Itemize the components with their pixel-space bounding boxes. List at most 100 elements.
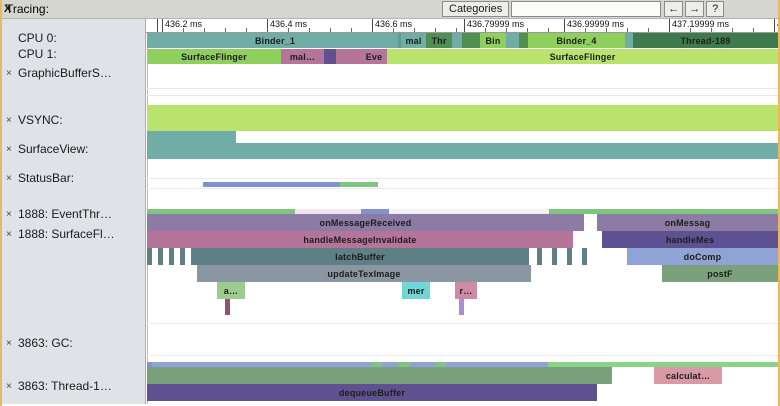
trace-slice-unlabeled[interactable] [567, 248, 572, 265]
track-label-row-graphicbuffers[interactable]: × GraphicBufferS… [2, 66, 145, 80]
trace-slice-unlabeled[interactable] [519, 33, 528, 48]
trace-slice[interactable]: r… [455, 282, 477, 299]
trace-slice-unlabeled[interactable] [361, 209, 389, 214]
trace-slice[interactable]: SurfaceFlinger [387, 49, 778, 64]
trace-slice[interactable]: dequeueBuffer [147, 384, 597, 401]
trace-slice-unlabeled[interactable] [147, 33, 152, 48]
next-arrow-button[interactable]: → [685, 1, 705, 17]
trace-slice-unlabeled[interactable] [625, 33, 633, 48]
trace-slice-unlabeled[interactable] [398, 33, 401, 48]
trace-slice-unlabeled[interactable] [152, 362, 372, 367]
ruler-minor-tick [506, 28, 507, 32]
trace-slice-unlabeled[interactable] [446, 362, 548, 367]
categories-button[interactable]: Categories [442, 1, 510, 17]
trace-slice[interactable]: onMessag [597, 214, 778, 231]
track-label-row-cpu-1[interactable]: CPU 1: [2, 47, 145, 61]
track-label-row-statusbar[interactable]: ×StatusBar: [2, 171, 145, 185]
trace-slice-unlabeled[interactable] [169, 248, 174, 265]
trace-slice-unlabeled[interactable] [548, 362, 778, 367]
close-track-icon[interactable]: × [6, 114, 12, 126]
ruler-tick-label: 436.99999 ms [564, 19, 624, 32]
trace-slice-unlabeled[interactable] [382, 362, 398, 367]
trace-slice[interactable]: Eve [361, 49, 387, 64]
close-track-icon[interactable]: × [6, 337, 12, 349]
trace-slice[interactable]: handleMessageInvalidate [147, 231, 573, 248]
trace-slice-unlabeled[interactable] [459, 299, 464, 315]
track-label-row-1888-eventthr[interactable]: ×1888: EventThr… [2, 207, 145, 221]
trace-slice[interactable]: Binder_4 [528, 33, 625, 48]
trace-slice-unlabeled[interactable] [462, 33, 480, 48]
track-label-row-3863-gc[interactable]: ×3863: GC: [2, 336, 145, 350]
track-label-row-cpu-0[interactable]: CPU 0: [2, 31, 145, 45]
trace-slice-unlabeled[interactable] [295, 209, 361, 214]
trace-slice[interactable]: a… [217, 282, 245, 299]
track-separator [147, 88, 778, 89]
trace-slice-unlabeled[interactable] [147, 131, 236, 143]
trace-slice-unlabeled[interactable] [436, 362, 446, 367]
trace-slice[interactable]: mal… [281, 49, 324, 64]
track-label-row-vsync[interactable]: ×VSYNC: [2, 113, 145, 127]
track-label-row-3863-thread-1[interactable]: ×3863: Thread-1… [2, 379, 145, 393]
close-track-icon[interactable]: × [6, 228, 12, 240]
ruler-minor-tick [753, 28, 754, 32]
trace-slice-unlabeled[interactable] [410, 362, 436, 367]
close-track-icon[interactable]: × [6, 67, 12, 79]
trace-slice-unlabeled[interactable] [582, 248, 587, 265]
track-label-row-surfaceview[interactable]: ×SurfaceView: [2, 142, 145, 156]
track-label-text: GraphicBufferS… [18, 66, 112, 80]
trace-slice-unlabeled[interactable] [336, 49, 361, 64]
trace-slice-unlabeled[interactable] [398, 362, 410, 367]
trace-slice-unlabeled[interactable] [180, 248, 185, 265]
trace-slice[interactable]: onMessageReceived [147, 214, 584, 231]
trace-slice-unlabeled[interactable] [506, 33, 519, 48]
trace-slice[interactable]: postF [662, 265, 778, 282]
trace-slice[interactable]: handleMes [602, 231, 778, 248]
trace-slice[interactable]: Thr [426, 33, 452, 48]
close-track-icon[interactable]: × [6, 172, 12, 184]
trace-slice-unlabeled[interactable] [452, 33, 462, 48]
trace-slice-unlabeled[interactable] [537, 248, 542, 265]
close-track-icon[interactable]: × [6, 380, 12, 392]
trace-slice-unlabeled[interactable] [225, 299, 230, 315]
trace-slice[interactable]: doComp [627, 248, 778, 265]
trace-slice[interactable]: mer [402, 282, 430, 299]
trace-slice-unlabeled[interactable] [549, 209, 778, 214]
trace-slice-unlabeled[interactable] [147, 362, 152, 367]
trace-slice[interactable]: mal [401, 33, 426, 48]
trace-slice-unlabeled[interactable] [324, 49, 336, 64]
ruler-minor-tick [351, 28, 352, 32]
trace-slice[interactable]: Thread-189 [633, 33, 778, 48]
ruler-minor-tick [204, 28, 205, 32]
trace-slice-unlabeled[interactable] [147, 248, 152, 265]
close-track-icon[interactable]: × [6, 143, 12, 155]
category-filter-input[interactable] [511, 1, 662, 17]
trace-slice[interactable]: calculat… [654, 367, 722, 384]
help-button[interactable]: ? [706, 1, 725, 17]
trace-slice-unlabeled[interactable] [372, 362, 382, 367]
trace-slice[interactable]: Bin [480, 33, 506, 48]
trace-slice-unlabeled[interactable] [203, 182, 340, 187]
ruler-left-edge-tick [146, 19, 158, 32]
window-title-overlay-glyph: X [4, 2, 12, 15]
trace-slice-unlabeled[interactable] [389, 209, 549, 214]
trace-slice-unlabeled[interactable] [340, 182, 378, 187]
track-label-row-1888-surfacefl[interactable]: ×1888: SurfaceFl… [2, 227, 145, 241]
trace-slice[interactable]: latchBuffer [191, 248, 529, 265]
close-track-icon[interactable]: × [6, 208, 12, 220]
trace-slice-unlabeled[interactable] [147, 105, 778, 131]
track-separator [147, 178, 778, 179]
trace-slice-unlabeled[interactable] [552, 248, 557, 265]
trace-slice[interactable]: updateTexImage [197, 265, 531, 282]
ruler-minor-tick [435, 28, 436, 32]
trace-slice-unlabeled[interactable] [147, 209, 295, 214]
trace-slice-unlabeled[interactable] [158, 248, 163, 265]
trace-slice[interactable]: Binder_1 [152, 33, 398, 48]
ruler-minor-tick [527, 28, 528, 32]
trace-slice-unlabeled[interactable] [147, 367, 612, 384]
trace-slice[interactable]: SurfaceFlinger [147, 49, 281, 64]
prev-arrow-button[interactable]: ← [664, 1, 684, 17]
ruler-minor-tick [456, 28, 457, 32]
trace-slice-unlabeled[interactable] [147, 143, 778, 159]
